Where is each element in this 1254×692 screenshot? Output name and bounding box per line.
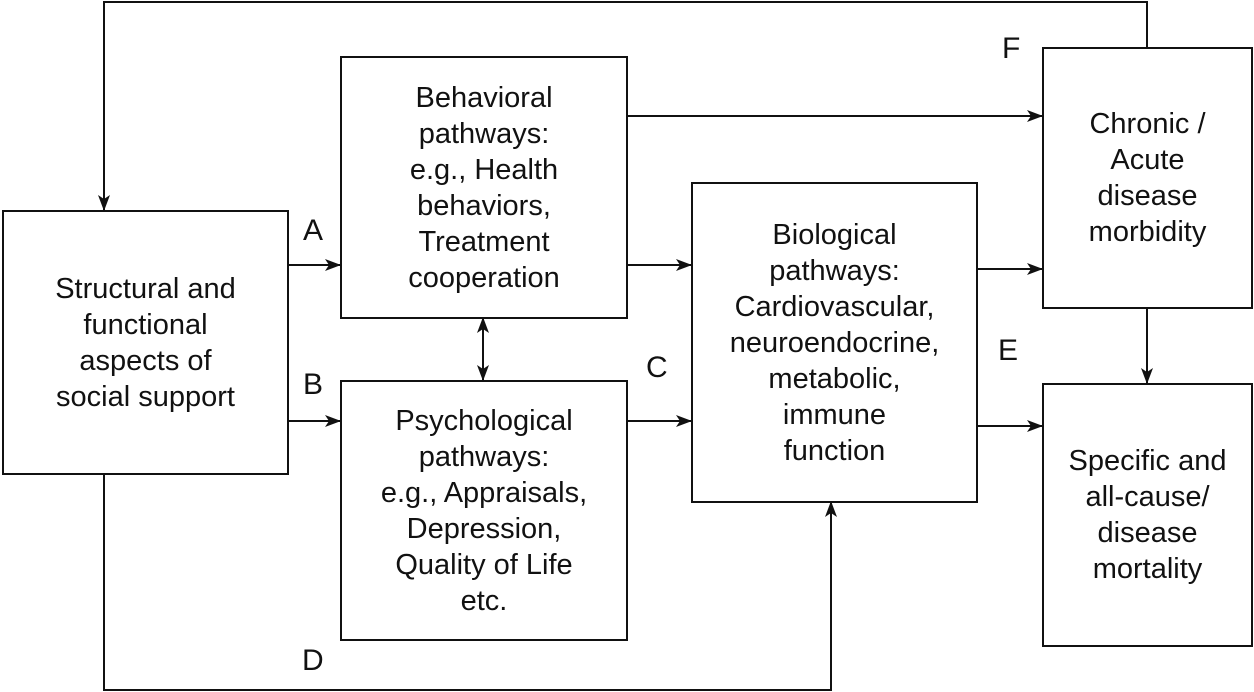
arrow-f-loop [98,1,1148,211]
box-text-line: cooperation [408,261,560,294]
box-text-line: immune [782,398,887,431]
box-text-line: mortality [1092,553,1203,585]
box-text-line: Treatment [418,225,550,258]
box-text-line: pathways: [418,117,550,150]
box-text-line: Specific and [1068,445,1227,477]
box-text-line: pathways: [418,440,550,473]
box-text-line: function [783,434,886,467]
label-f: F [1002,32,1021,65]
box-text-line: aspects of [79,344,212,377]
box-text-line: neuroendocrine, [729,326,940,359]
label-d: D [302,644,324,677]
box-text-line: morbidity [1088,216,1207,248]
box-text-line: Quality of Life [395,548,573,581]
arrow-d [103,474,837,691]
box-text-line: pathways: [769,254,900,287]
box-text-line: e.g., Health [409,153,559,186]
box-mortality: Specific and all-cause/disease mortality [1042,383,1253,647]
box-text-line: etc. [460,584,508,617]
label-a: A [303,214,324,247]
box-text-line: Depression, [406,512,562,545]
box-text-line: e.g., Appraisals, [380,476,588,509]
label-b: B [303,368,324,401]
box-text-line: Psychological [395,404,573,437]
box-text-line: behaviors, [417,189,551,222]
box-text-line: Cardiovascular, [734,290,935,323]
box-text-line: disease [1097,180,1198,212]
box-text-line: disease [1097,517,1198,549]
box-text-line: social support [56,380,235,413]
box-text-line: all-cause/ [1085,481,1210,513]
box-text-line: Behavioral [415,81,553,114]
box-text-line: Structural and [55,272,236,305]
box-text-line: Acute [1110,144,1185,176]
box-text-line: metabolic, [768,362,901,395]
box-text-line: functional [83,308,208,341]
box-text-line: Chronic / [1089,108,1206,140]
label-e: E [998,334,1019,367]
box-text-line: Biological [772,218,897,251]
box-disease-morbidity: Chronic / Acute disease morbidity [1042,47,1253,309]
label-c: C [646,351,668,384]
